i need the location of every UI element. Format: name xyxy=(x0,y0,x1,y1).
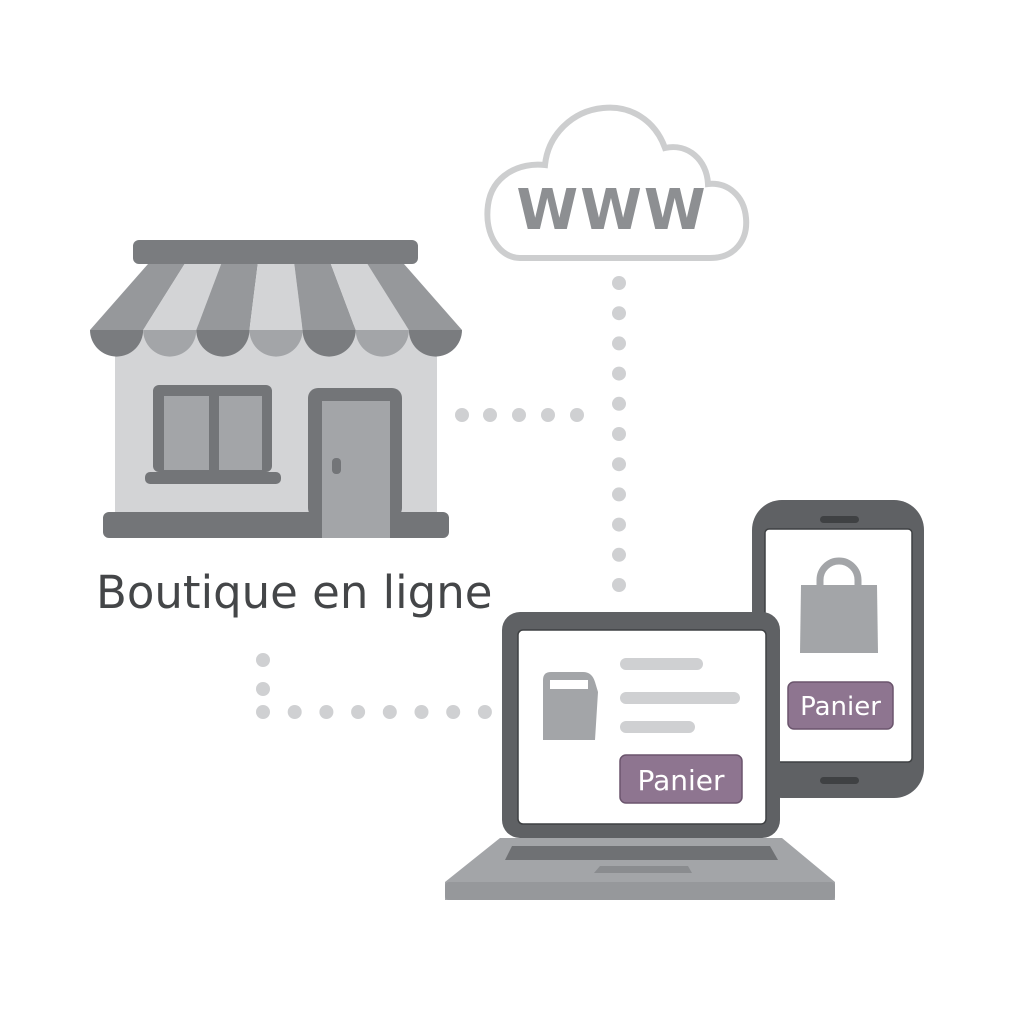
connector-dot xyxy=(351,705,366,719)
awning-scallop xyxy=(90,330,144,357)
connector-dot xyxy=(477,705,492,719)
folder-icon xyxy=(543,672,598,740)
connector-dot xyxy=(541,408,555,422)
connector-dot xyxy=(319,705,334,719)
connector-dot xyxy=(612,487,626,502)
laptop-cart-button[interactable]: Panier xyxy=(619,754,743,804)
awning-stripe xyxy=(249,264,303,330)
connector-dot xyxy=(612,547,626,562)
awning-stripe xyxy=(90,264,185,330)
awning-stripe xyxy=(330,264,409,330)
connector-dot xyxy=(287,705,302,719)
connector-dots xyxy=(256,276,626,719)
storefront-icon xyxy=(90,240,462,538)
connector-dot xyxy=(612,578,626,592)
connector-dot xyxy=(382,705,397,719)
connector-dot xyxy=(612,336,626,351)
awning-stripe xyxy=(367,264,462,330)
connector-dot xyxy=(414,705,429,719)
awning-scallop xyxy=(143,330,197,357)
placeholder-line xyxy=(620,692,740,704)
store-label: Boutique en ligne xyxy=(96,566,492,619)
phone-cart-button[interactable]: Panier xyxy=(787,681,894,730)
awning-scallop xyxy=(249,330,303,357)
awning-scallop xyxy=(355,330,409,357)
phone-cart-label: Panier xyxy=(800,692,881,722)
awning-stripe xyxy=(143,264,222,330)
connector-dot xyxy=(446,705,461,719)
www-label: WWW xyxy=(516,178,707,243)
connector-dot xyxy=(256,682,270,696)
connector-dot xyxy=(612,457,626,472)
placeholder-line xyxy=(620,721,695,733)
connector-dot xyxy=(612,396,626,411)
connector-dot xyxy=(612,366,626,381)
shopping-bag-icon xyxy=(800,557,878,653)
placeholder-line xyxy=(620,658,703,670)
connector-dot xyxy=(612,306,626,321)
awning-scallop xyxy=(302,330,356,357)
awning-stripe xyxy=(196,264,258,330)
connector-dot xyxy=(612,427,626,441)
connector-dot xyxy=(612,276,626,290)
connector-dot xyxy=(256,653,270,667)
cloud-icon: WWW xyxy=(484,104,750,261)
laptop-cart-label: Panier xyxy=(637,764,725,797)
connector-dot xyxy=(256,705,270,719)
awning-scallop xyxy=(408,330,462,357)
connector-dot xyxy=(612,517,626,532)
connector-dot xyxy=(570,408,584,422)
awning-scallop xyxy=(196,330,250,357)
connector-dot xyxy=(483,408,497,422)
connector-dot xyxy=(512,408,526,422)
connector-dot xyxy=(455,408,469,422)
awning-stripe xyxy=(294,264,356,330)
